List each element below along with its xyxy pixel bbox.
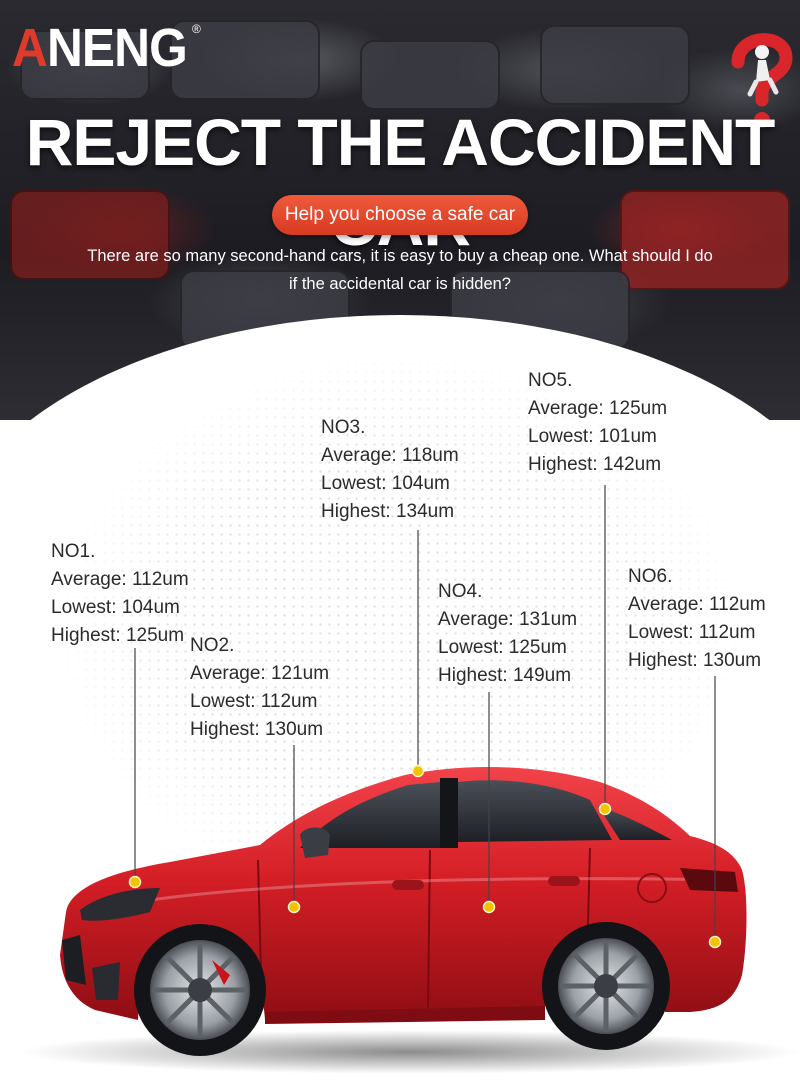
measure-point-no6 <box>708 935 722 949</box>
spot-no3-id: NO3. <box>321 417 366 438</box>
spot-no2-lowest: Lowest: 112um <box>190 691 318 712</box>
front-vent <box>92 962 120 1000</box>
spot-no5-average: Average: 125um <box>528 398 668 419</box>
door-handle-front <box>392 880 424 890</box>
car-rocker <box>265 1006 545 1024</box>
car-shadow <box>20 1030 800 1074</box>
spot-no6-highest: Highest: 130um <box>628 650 762 671</box>
spot-no6-average: Average: 112um <box>628 594 766 615</box>
spot-no1-lowest: Lowest: 104um <box>51 597 180 618</box>
spot-no5-highest: Highest: 142um <box>528 454 662 475</box>
headlight <box>80 888 160 921</box>
background-car <box>620 190 790 290</box>
car-window-quarter <box>598 806 672 840</box>
brand-logo-rest: NENG <box>46 18 188 78</box>
background-car <box>540 25 690 105</box>
brand-logo: ANENG ® <box>12 18 201 78</box>
measure-point-no2 <box>287 900 301 914</box>
intro-line-1: There are so many second-hand cars, it i… <box>87 247 713 265</box>
car-b-pillar <box>440 778 458 848</box>
spot-no2-average: Average: 121um <box>190 663 330 684</box>
measure-point-no3 <box>411 764 425 778</box>
front-wheel <box>134 924 266 1056</box>
spot-no6-lowest: Lowest: 112um <box>628 622 756 643</box>
spot-no4-id: NO4. <box>438 581 483 602</box>
spot-no6: NO6. Average: 112um Lowest: 112um Highes… <box>628 563 766 675</box>
background-car <box>20 30 150 100</box>
fuel-cap <box>637 873 667 903</box>
door-line-middle <box>427 849 431 1009</box>
spot-no4-average: Average: 131um <box>438 609 578 630</box>
spot-no3-highest: Highest: 134um <box>321 501 455 522</box>
side-mirror <box>300 827 330 858</box>
front-grille <box>62 935 86 985</box>
spot-no4: NO4. Average: 131um Lowest: 125um Highes… <box>438 578 577 690</box>
spot-no1-id: NO1. <box>51 541 96 562</box>
rear-wheel <box>542 922 670 1050</box>
spot-no5: NO5. Average: 125um Lowest: 101um Highes… <box>528 367 667 479</box>
brand-logo-a: A <box>12 18 48 78</box>
intro-line-2: if the accidental car is hidden? <box>289 275 511 293</box>
background-car <box>360 40 500 110</box>
spot-no2-id: NO2. <box>190 635 235 656</box>
door-handle-rear <box>548 876 580 886</box>
registered-mark: ® <box>192 22 201 36</box>
spot-no4-lowest: Lowest: 125um <box>438 637 567 658</box>
spot-no4-highest: Highest: 149um <box>438 665 572 686</box>
car-window-rear <box>458 780 612 842</box>
car-window-front <box>300 782 440 848</box>
spot-no5-id: NO5. <box>528 370 573 391</box>
background-car <box>10 190 170 280</box>
spot-no2: NO2. Average: 121um Lowest: 112um Highes… <box>190 632 329 744</box>
spot-no2-highest: Highest: 130um <box>190 719 324 740</box>
spot-no3: NO3. Average: 118um Lowest: 104um Highes… <box>321 414 459 526</box>
spot-no3-average: Average: 118um <box>321 445 459 466</box>
spot-no1-average: Average: 112um <box>51 569 189 590</box>
spot-no6-id: NO6. <box>628 566 673 587</box>
intro-text: There are so many second-hand cars, it i… <box>60 242 740 298</box>
measure-point-no4 <box>482 900 496 914</box>
brand-logo-text: ANENG <box>12 18 188 78</box>
measure-point-no1 <box>128 875 142 889</box>
question-mark-mascot-icon <box>731 33 793 128</box>
spot-no1-highest: Highest: 125um <box>51 625 185 646</box>
background-car <box>170 20 320 100</box>
spot-no3-lowest: Lowest: 104um <box>321 473 450 494</box>
measure-point-no5 <box>598 802 612 816</box>
spot-no5-lowest: Lowest: 101um <box>528 426 657 447</box>
taillight <box>680 868 738 892</box>
spot-no1: NO1. Average: 112um Lowest: 104um Highes… <box>51 538 189 650</box>
choose-safe-car-pill: Help you choose a safe car <box>272 195 528 235</box>
